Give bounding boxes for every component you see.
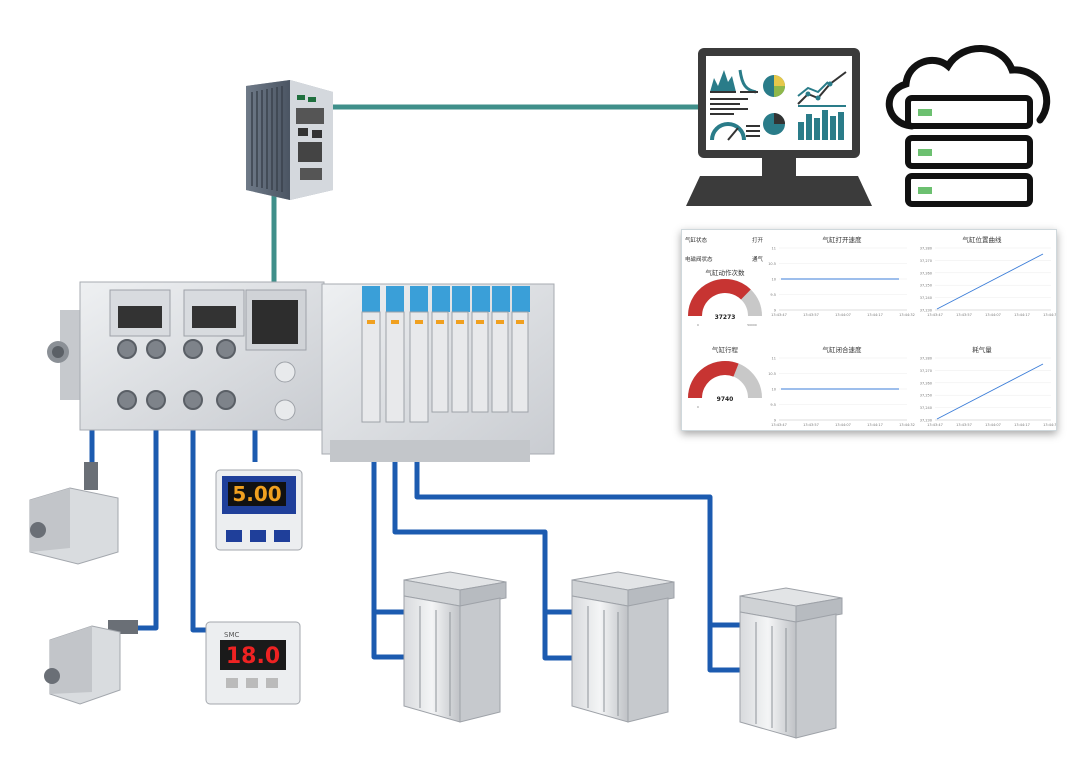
open-speed-y-tick: 10.5 [768, 262, 776, 266]
close-speed-x-tick: 13:44:07 [835, 423, 851, 427]
air-consumption-y-tick: 37,240 [920, 406, 932, 410]
chart-title-close-speed: 气缸闭合速度 [823, 345, 863, 354]
close-speed-y-tick: 11 [772, 357, 776, 361]
cylinder-2 [571, 571, 675, 723]
position-y-tick: 37,270 [920, 259, 932, 263]
cloud-server-icon [885, 45, 1051, 207]
position-y-tick: 37,280 [920, 247, 932, 251]
flow-sensor-2 [44, 620, 138, 705]
open-speed-y-tick: 9 [774, 309, 776, 313]
monitoring-dashboard: 气缸状态 打开 电磁阀状态 通气 气缸动作次数 37273 0 50000 气缸… [681, 229, 1059, 431]
digital-gauge-brand: SMC [224, 631, 239, 639]
gauge-title-count: 气缸动作次数 [706, 268, 746, 277]
close-speed-x-tick: 13:44:32 [899, 423, 915, 427]
status-value-valve: 通气 [752, 255, 764, 263]
open-speed-x-tick: 13:44:32 [899, 313, 915, 317]
position-y-tick: 37,240 [920, 296, 932, 300]
position-y-tick: 37,260 [920, 271, 932, 275]
position-x-tick: 13:44:17 [1014, 313, 1030, 317]
gauge-fill-stroke [688, 361, 739, 399]
open-speed-x-tick: 13:43:47 [771, 313, 787, 317]
close-speed-y-tick: 9 [774, 419, 776, 423]
open-speed-y-tick: 9.5 [770, 293, 776, 297]
valve-manifold [321, 283, 555, 462]
gauge-max-count: 50000 [747, 323, 757, 327]
close-speed-y-tick: 9.5 [770, 403, 776, 407]
close-speed-x-tick: 13:44:17 [867, 423, 883, 427]
air-consumption-series-line [936, 363, 1044, 420]
air-consumption-x-tick: 13:43:47 [927, 423, 943, 427]
pressure-switch-display: 5.00 [232, 482, 281, 506]
open-speed-x-tick: 13:44:17 [867, 313, 883, 317]
open-speed-y-tick: 11 [772, 247, 776, 251]
air-consumption-x-tick: 13:44:32 [1043, 423, 1056, 427]
chart-title-position: 气缸位置曲线 [963, 235, 1003, 244]
monitor-icon [686, 48, 872, 206]
status-label-valve: 电磁阀状态 [685, 255, 713, 263]
position-x-tick: 13:44:32 [1043, 313, 1056, 317]
pressure-switch: 5.00 [215, 469, 303, 551]
air-consumption-y-tick: 37,280 [920, 357, 932, 361]
gauge-fill-count [688, 279, 751, 317]
open-speed-y-tick: 10 [772, 278, 776, 282]
air-consumption-x-tick: 13:43:57 [956, 423, 972, 427]
close-speed-y-tick: 10.5 [768, 372, 776, 376]
position-x-tick: 13:43:47 [927, 313, 943, 317]
position-series-line [936, 253, 1044, 310]
chart-title-open-speed: 气缸打开速度 [823, 235, 863, 244]
close-speed-x-tick: 13:43:57 [803, 423, 819, 427]
position-x-tick: 13:44:07 [985, 313, 1001, 317]
air-consumption-y-tick: 37,230 [920, 419, 932, 423]
ethernet-links [271, 104, 702, 282]
gauge-min-stroke: 0 [697, 405, 699, 409]
status-value-cylinder: 打开 [752, 236, 764, 244]
io-module [47, 281, 325, 431]
gauge-min-count: 0 [697, 323, 699, 327]
cylinder-3 [739, 587, 843, 739]
digital-gauge-display: 18.0 [226, 644, 280, 669]
gauge-value-stroke: 9740 [717, 396, 734, 403]
position-x-tick: 13:43:57 [956, 313, 972, 317]
cylinder-1 [403, 571, 507, 723]
gateway-device [246, 80, 333, 200]
flow-sensor-1 [29, 462, 119, 565]
gauge-title-stroke: 气缸行程 [712, 345, 739, 354]
gauge-value-count: 37273 [715, 314, 736, 321]
close-speed-x-tick: 13:43:47 [771, 423, 787, 427]
chart-title-air-consumption: 耗气量 [972, 345, 992, 354]
air-consumption-x-tick: 13:44:07 [985, 423, 1001, 427]
digital-gauge: SMC 18.0 [205, 621, 301, 705]
air-consumption-y-tick: 37,270 [920, 369, 932, 373]
position-y-tick: 37,250 [920, 284, 932, 288]
close-speed-y-tick: 10 [772, 388, 776, 392]
open-speed-x-tick: 13:43:57 [803, 313, 819, 317]
position-y-tick: 37,230 [920, 309, 932, 313]
air-consumption-y-tick: 37,260 [920, 381, 932, 385]
air-consumption-y-tick: 37,250 [920, 394, 932, 398]
open-speed-x-tick: 13:44:07 [835, 313, 851, 317]
status-label-cylinder: 气缸状态 [685, 236, 708, 244]
air-consumption-x-tick: 13:44:17 [1014, 423, 1030, 427]
